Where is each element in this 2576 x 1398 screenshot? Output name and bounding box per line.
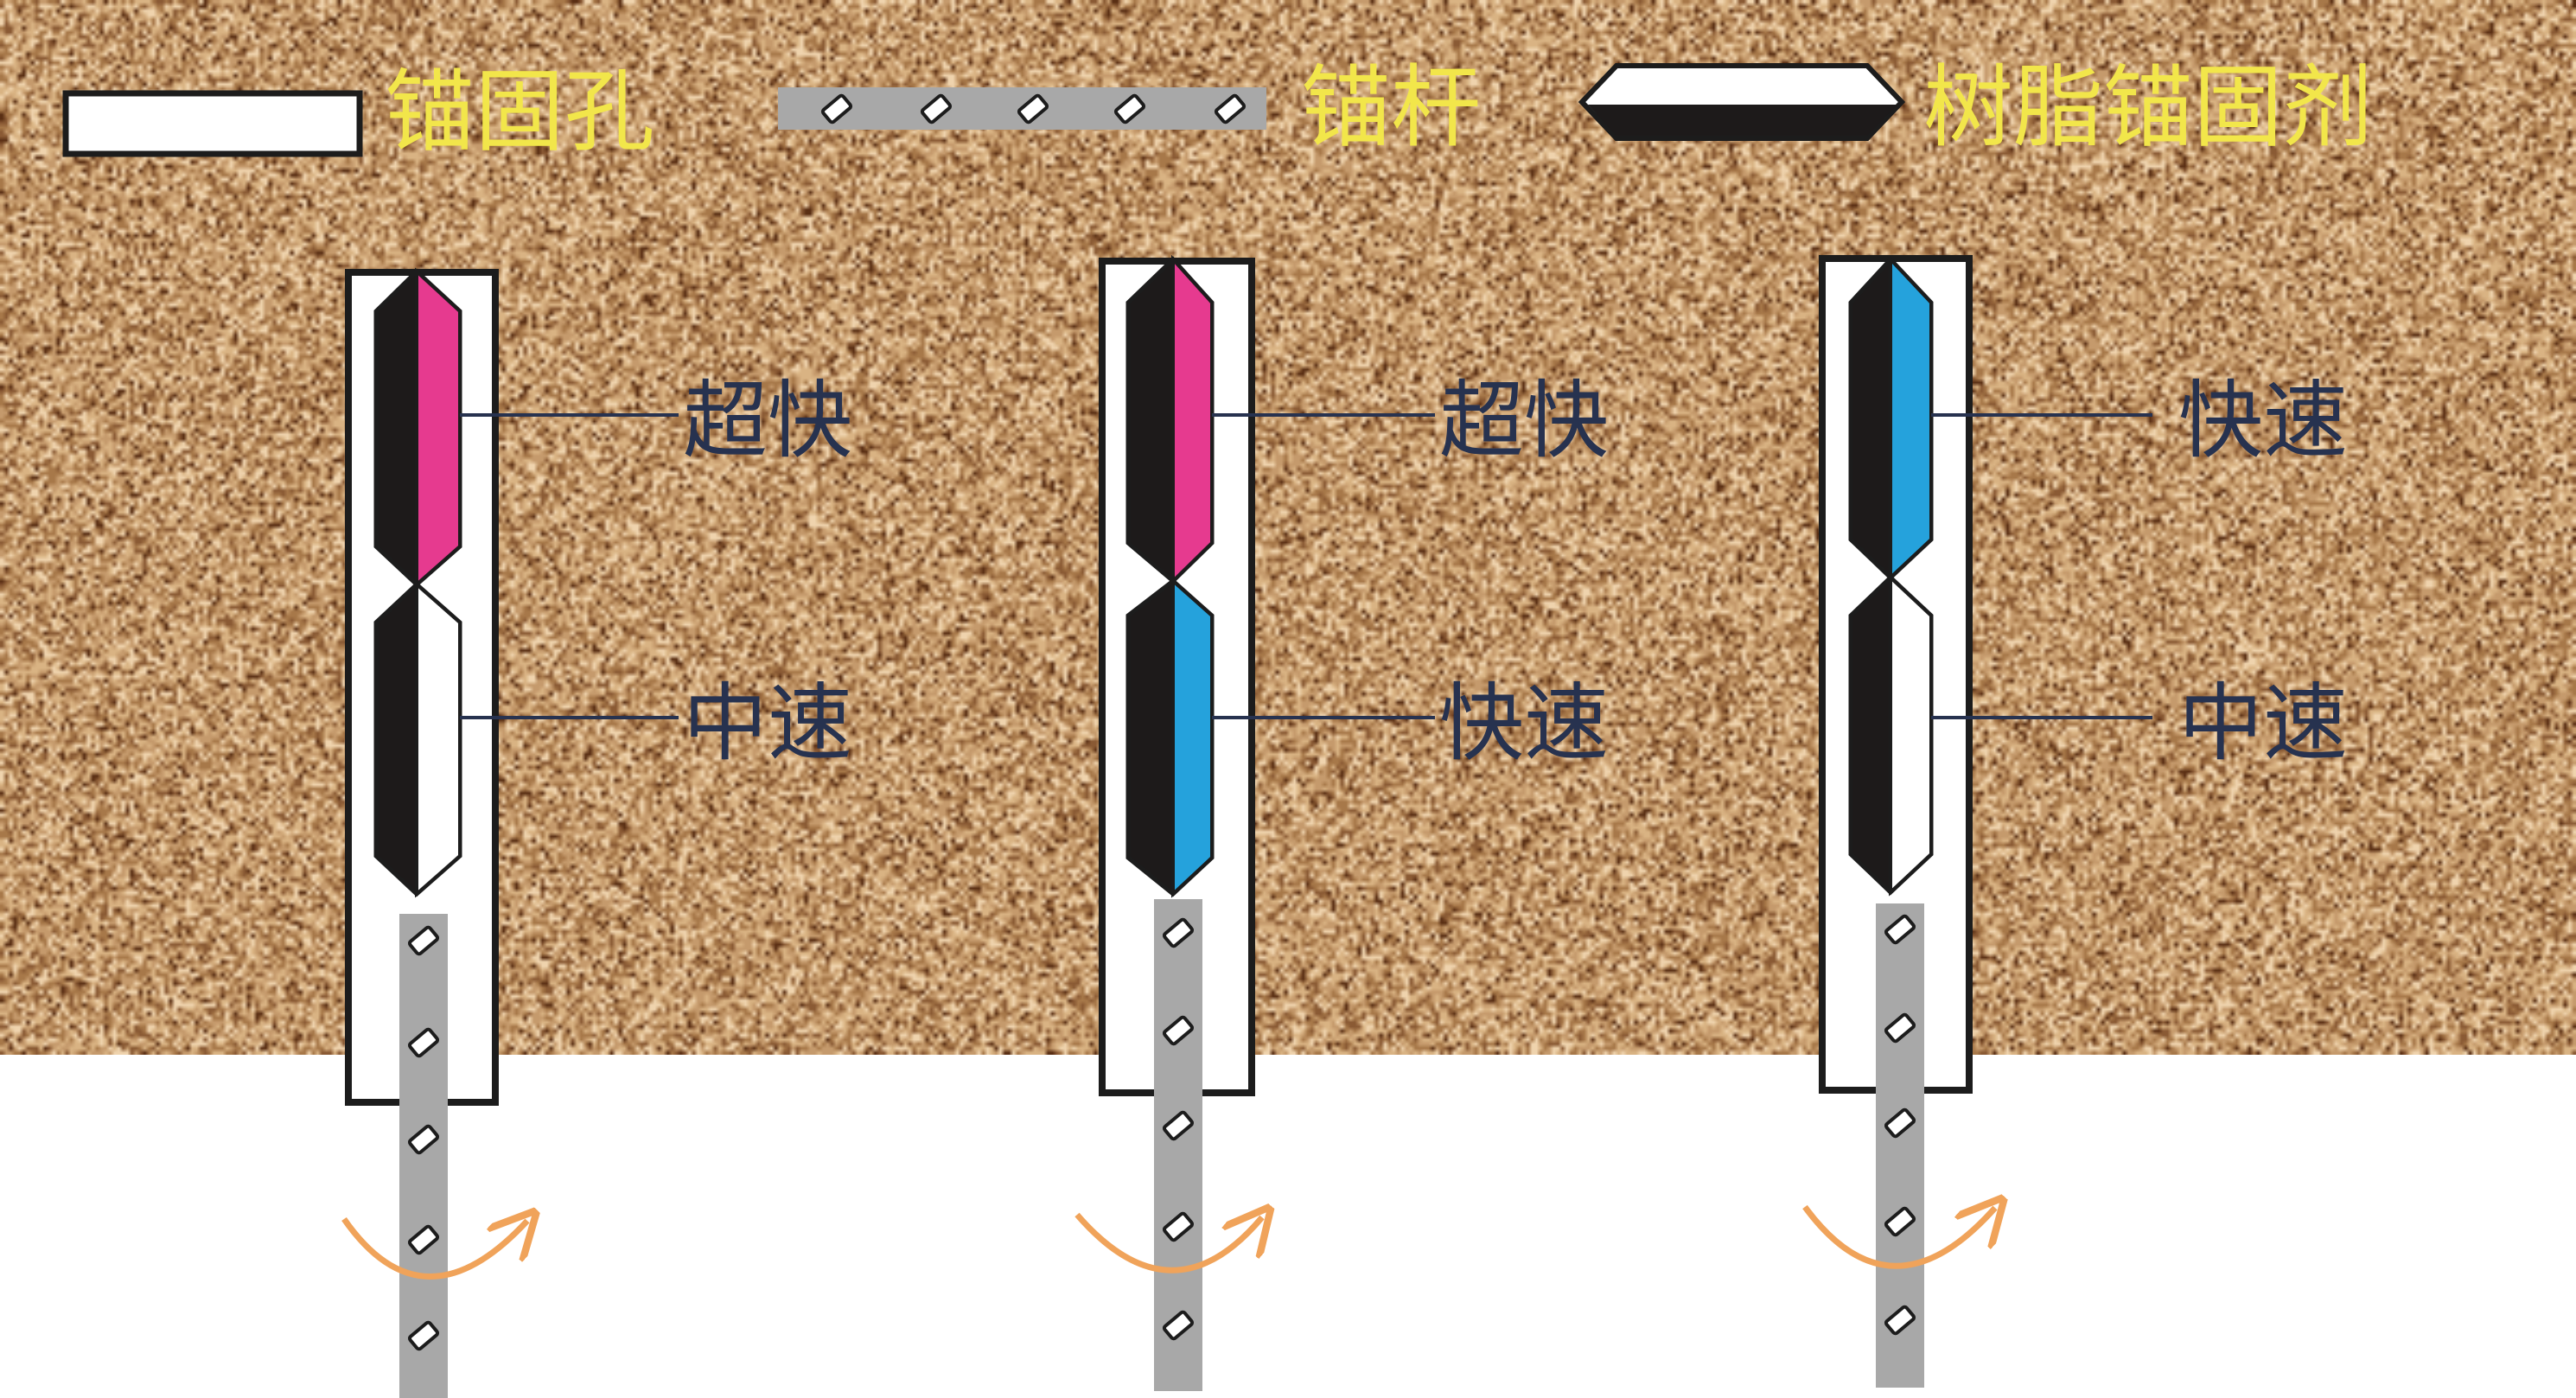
bolt-rib [1162,917,1195,948]
upper-resin-label: 超快 [683,372,852,470]
legend-anchor-hole-label: 锚固孔 [385,59,654,164]
bolt-rib [407,925,440,956]
bolt-rib [1884,1206,1916,1237]
bolt-rib [1214,93,1247,124]
bolt-rib [1162,1110,1195,1141]
anchor-assembly-2: 超快 快速 [1074,254,1609,1391]
bolt-rib [407,1320,440,1351]
lower-resin-fill [415,580,462,898]
lower-resin-label: 中速 [683,674,852,773]
anchor-bolt [1154,899,1202,1391]
rotation-arrow-icon [341,1219,527,1280]
legend-bolt-label: 锚杆 [1301,54,1481,160]
bolt-rib [1162,1211,1195,1242]
legend-anchor-hole-swatch [62,90,363,157]
bolt-rib [1884,1012,1916,1044]
legend-resin-swatch-dark [1588,105,1897,136]
bolt-rib [1884,1108,1916,1139]
bolt-rib [1884,1305,1916,1336]
lower-resin-label: 快速 [1439,674,1609,773]
anchor-assembly-3: 快速 中速 [1802,254,2348,1388]
bolt-rib [407,1124,440,1155]
upper-resin-label: 超快 [1439,372,1609,470]
bolt-rib [1017,93,1049,124]
bolt-rib [407,1224,440,1255]
bolt-rib [820,93,853,124]
bolt-rib [1113,93,1146,124]
legend: 锚固孔 锚杆 树脂锚固剂 [62,54,2373,164]
bolt-rib [1162,1015,1195,1046]
anchor-assembly-1: 超快 中速 [341,267,852,1398]
bolt-rib [920,93,953,124]
upper-resin-fill [1171,254,1214,585]
legend-resin-label: 树脂锚固剂 [1923,54,2373,160]
bolt-rib [1162,1310,1195,1341]
lower-resin-fill [1171,577,1214,898]
upper-resin-label: 快速 [2178,372,2348,470]
rotation-arrow-icon [1802,1207,1995,1269]
lower-resin-label: 中速 [2178,674,2348,773]
upper-resin-fill [415,267,462,589]
upper-resin-fill [1889,254,1933,582]
bolt-rib [407,1027,440,1058]
rotation-arrow-icon [1074,1215,1262,1274]
legend-bolt-swatch [778,87,1266,130]
bolt-rib [1884,914,1916,945]
lower-resin-fill [1889,573,1933,897]
anchor-bolt [399,914,448,1398]
anchor-bolt [1876,903,1924,1388]
